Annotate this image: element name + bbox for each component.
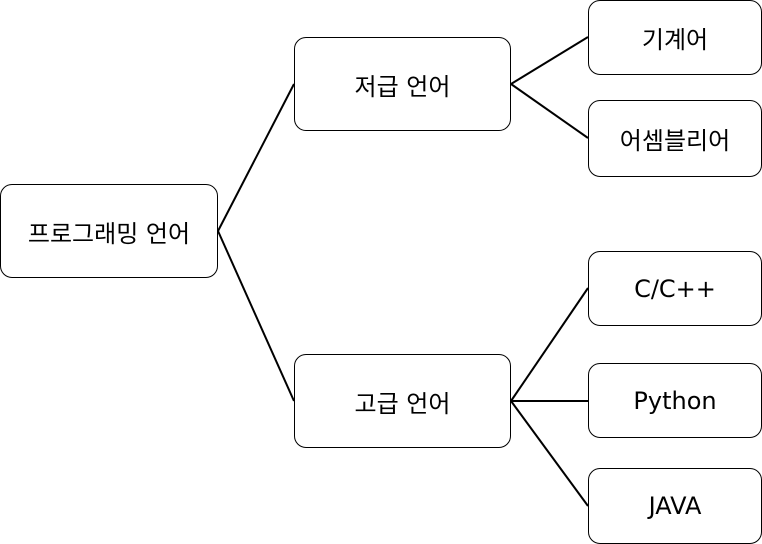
edge-high-to-java [510, 400, 589, 507]
node-low-level-language: 저급 언어 [294, 37, 511, 131]
edge-low-to-machine [510, 36, 589, 85]
node-high-level-language: 고급 언어 [294, 354, 511, 448]
edge-low-to-assembly [510, 83, 589, 139]
node-label: 저급 언어 [354, 72, 451, 101]
node-assembly-language: 어셈블리어 [588, 100, 762, 177]
edge-root-to-high [217, 230, 295, 402]
node-label: Python [633, 386, 717, 415]
edge-high-to-cpp [510, 287, 589, 402]
node-python: Python [588, 363, 762, 438]
edge-root-to-low [217, 83, 295, 232]
node-label: 어셈블리어 [619, 127, 731, 155]
node-c-cpp: C/C++ [588, 251, 762, 326]
node-label: JAVA [648, 492, 702, 520]
node-label: C/C++ [634, 274, 716, 303]
node-label: 고급 언어 [354, 389, 451, 418]
node-programming-language: 프로그래밍 언어 [0, 184, 218, 278]
node-label: 프로그래밍 언어 [27, 219, 191, 248]
node-label: 기계어 [641, 26, 709, 54]
node-java: JAVA [588, 468, 762, 544]
node-machine-language: 기계어 [588, 0, 762, 75]
